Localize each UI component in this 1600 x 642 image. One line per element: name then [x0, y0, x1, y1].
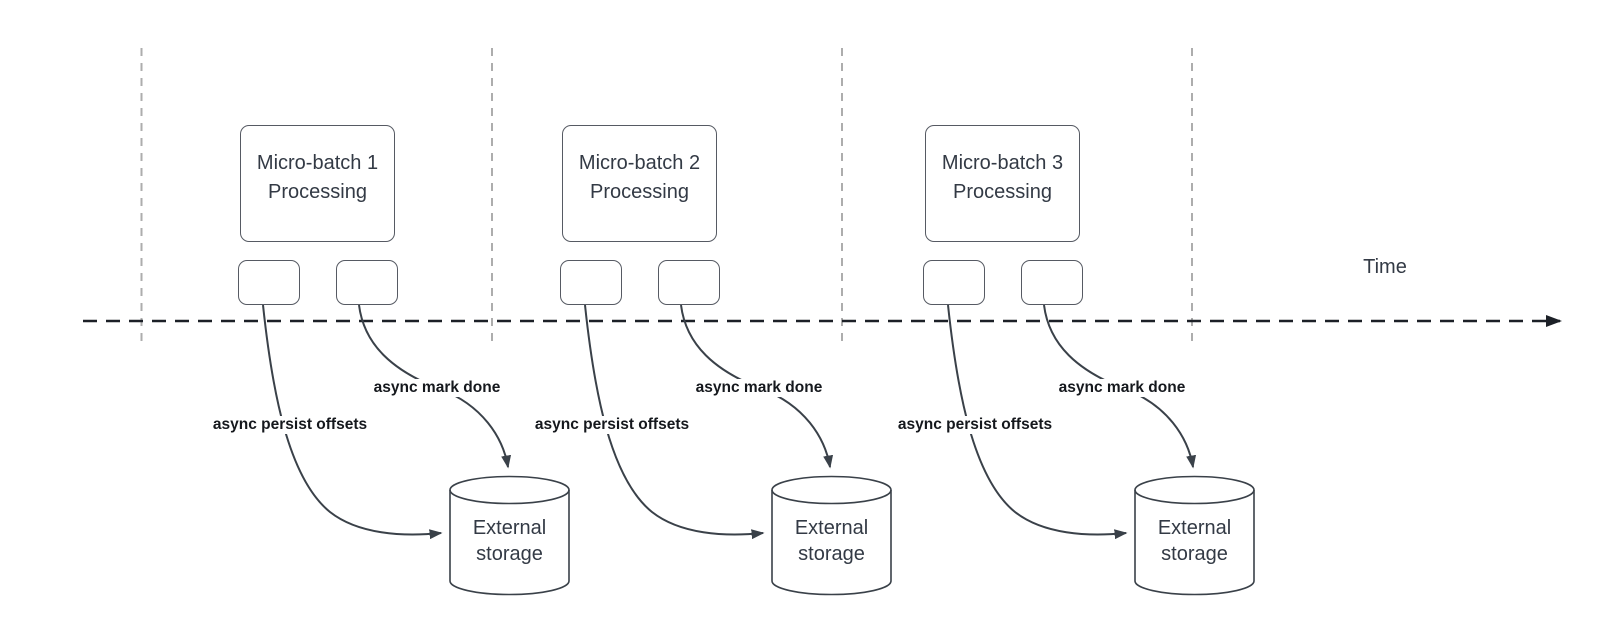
- external-storage-cylinder: [1134, 475, 1255, 596]
- cylinder-top-arc: [771, 489, 892, 505]
- cylinder-top-arc: [449, 489, 570, 505]
- flow-group-3: [947, 304, 1255, 596]
- async-mark-done-arrow: [1043, 304, 1197, 469]
- cylinder-top-arc: [1134, 489, 1255, 505]
- async-mark-done-arrow: [680, 304, 834, 469]
- async-mark-done-arrow: [358, 304, 512, 469]
- flow-group-1: [262, 304, 570, 596]
- async-persist-offsets-arrow: [947, 304, 1128, 540]
- async-persist-offsets-arrow: [584, 304, 765, 540]
- async-persist-offsets-arrow: [262, 304, 443, 540]
- external-storage-cylinder: [771, 475, 892, 596]
- time-axis-label: Time: [1363, 256, 1407, 278]
- external-storage-cylinder: [449, 475, 570, 596]
- flow-group-2: [584, 304, 892, 596]
